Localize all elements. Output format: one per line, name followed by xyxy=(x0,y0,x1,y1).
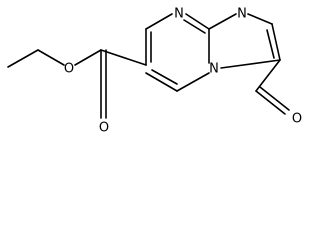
bond-im-c2-c3 xyxy=(271,23,281,61)
bond-c3-cho xyxy=(255,59,281,92)
bond-ester-ring xyxy=(100,49,147,66)
atom-n-imidazole: N xyxy=(237,7,247,22)
atom-n-bridge: N xyxy=(209,62,219,77)
bond-ring-c7-c6-inner xyxy=(151,69,178,85)
bond-cho-o-2 xyxy=(259,86,290,111)
bond-ring-n-c7 xyxy=(176,72,210,92)
bond-ring-n4-c3a xyxy=(185,13,210,30)
bond-cho-o-1 xyxy=(255,90,286,115)
structure-canvas: O O N N N O xyxy=(7,6,303,136)
bonds xyxy=(7,13,290,119)
bond-im-c3a-n1 xyxy=(208,13,237,30)
bond-ring-c3a-n4-inner xyxy=(183,19,206,34)
bond-ethyl-ch2-o xyxy=(37,49,65,66)
atom-o-aldehyde: O xyxy=(292,112,302,127)
bond-ring-c7-c6 xyxy=(145,72,178,92)
bond-im-c3-n xyxy=(220,59,281,69)
bond-im-c2-c3-inner xyxy=(266,29,275,59)
chemical-structure: O O N N N O xyxy=(7,7,302,136)
bond-ethyl-ch3-ch2 xyxy=(7,49,39,68)
atom-o-ether: O xyxy=(64,62,74,77)
atom-o-carbonyl: O xyxy=(99,121,109,136)
bond-o-carbonyl-c xyxy=(74,49,102,66)
atom-n-pyrimidine: N xyxy=(174,7,184,22)
bond-im-n1-c2 xyxy=(247,13,273,25)
atom-labels: O O N N N O xyxy=(64,7,302,136)
bond-ring-c5-n4 xyxy=(145,13,173,30)
